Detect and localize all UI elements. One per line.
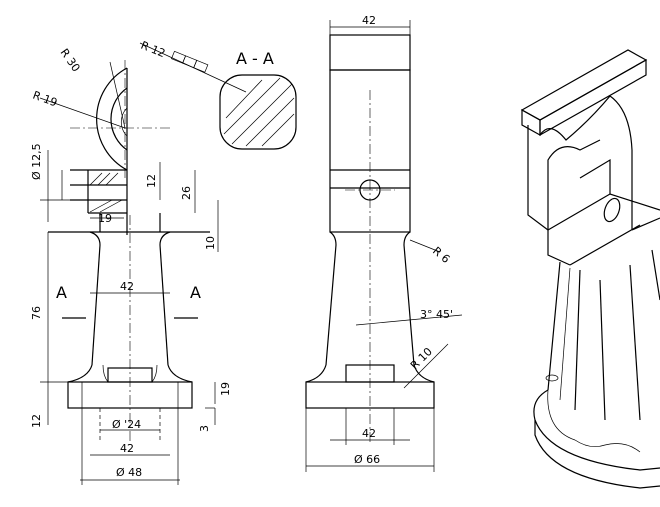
dim-42: 42 bbox=[120, 280, 134, 293]
side-dim-42-bottom: 42 bbox=[362, 427, 376, 440]
dim-19-right: 19 bbox=[219, 382, 232, 396]
dim-76: 76 bbox=[30, 306, 43, 320]
dim-10: 10 bbox=[204, 236, 217, 250]
dim-r10: R 10 bbox=[408, 345, 435, 372]
dim-dia-66: Ø 66 bbox=[354, 453, 380, 466]
section-mark-right: A bbox=[190, 283, 201, 302]
dim-r30: R 30 bbox=[58, 46, 83, 74]
dim-r19: R 19 bbox=[31, 89, 59, 110]
dim-angle: 3° 45' bbox=[420, 308, 453, 321]
section-title: A - A bbox=[236, 49, 274, 68]
section-mark-left: A bbox=[56, 283, 67, 302]
isometric-view bbox=[520, 49, 660, 489]
dim-12: 12 bbox=[145, 174, 158, 188]
side-dim-42-top: 42 bbox=[362, 14, 376, 27]
dim-26: 26 bbox=[180, 186, 193, 200]
dim-12-left: 12 bbox=[30, 414, 43, 428]
section-a-a: A - A R 12 bbox=[139, 39, 297, 150]
dim-dia-24: Ø '24 bbox=[112, 418, 141, 431]
dim-42-bottom: 42 bbox=[120, 442, 134, 455]
dim-dia-48: Ø 48 bbox=[116, 466, 142, 479]
dim-r12: R 12 bbox=[139, 39, 167, 60]
dim-3: 3 bbox=[198, 425, 211, 432]
dim-19-top: 19 bbox=[98, 212, 112, 225]
dim-r6: R 6 bbox=[430, 244, 452, 266]
dim-dia-12-5: Ø 12,5 bbox=[30, 143, 43, 180]
side-view: 42 R 6 3° 45' R 10 42 Ø 66 bbox=[305, 14, 463, 472]
front-view: A A R 30 R 19 Ø 12,5 12 bbox=[30, 46, 232, 485]
